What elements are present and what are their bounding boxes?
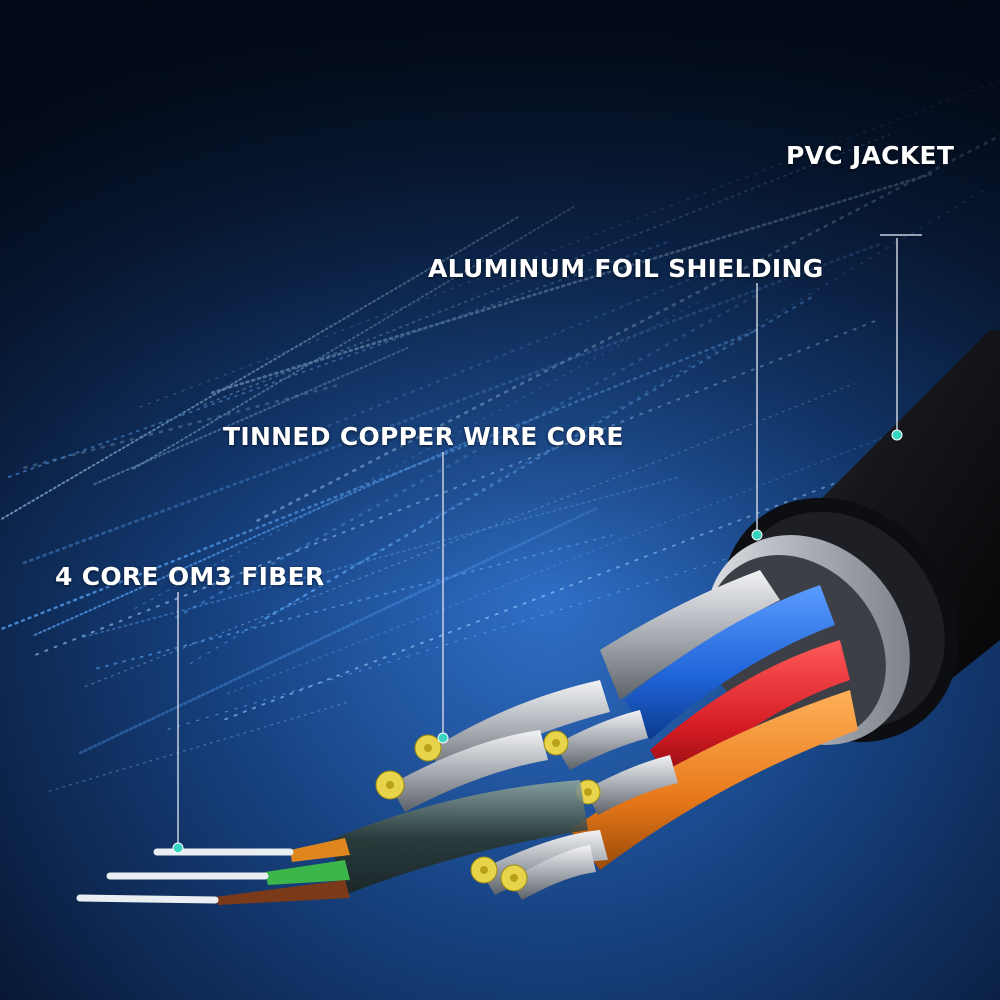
fiber-orange <box>290 838 350 862</box>
blue-wire <box>625 585 835 740</box>
orange-wire <box>570 690 858 870</box>
label-foil-shielding: ALUMINUM FOIL SHIELDING <box>428 254 824 283</box>
label-om3-fiber: 4 CORE OM3 FIBER <box>55 562 325 591</box>
insulated-wires <box>570 585 858 870</box>
fiber-brown <box>215 880 350 905</box>
tinned-copper-cores <box>375 680 678 900</box>
label-copper-core: TINNED COPPER WIRE CORE <box>223 422 624 451</box>
om3-fiber-bundle <box>76 780 588 905</box>
inner-tube <box>600 570 780 700</box>
red-wire <box>650 640 850 790</box>
copper-callout-dot <box>437 732 449 744</box>
fiber-green <box>265 860 350 885</box>
foil-callout-dot <box>751 529 763 541</box>
pvc-callout-dot <box>891 429 903 441</box>
label-pvc-jacket: PVC JACKET <box>786 141 955 170</box>
fiber-callout-dot <box>172 842 184 854</box>
callout-lines <box>177 234 922 848</box>
